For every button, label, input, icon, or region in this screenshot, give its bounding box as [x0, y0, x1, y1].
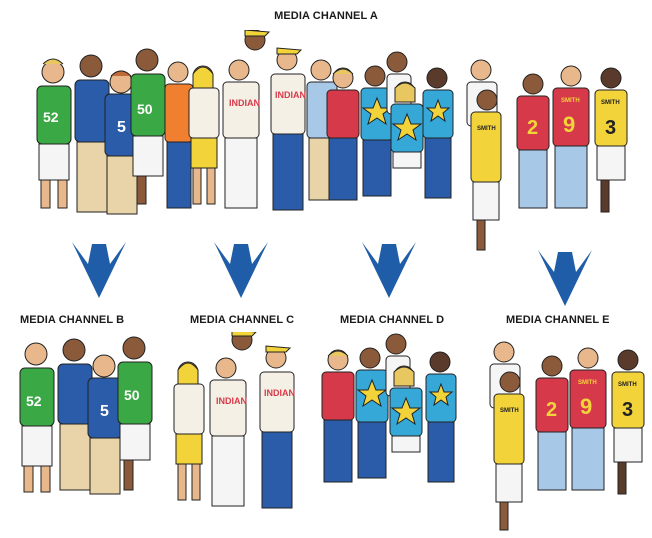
jersey-text: INDIAN — [229, 98, 260, 108]
crowd-segment-e: SMITH 2 SMITH 9 SMITH 3 — [484, 336, 649, 536]
channel-e-label: MEDIA CHANNEL E — [506, 314, 610, 326]
crowd-all-audiences: 52 5 50 INDIAN — [25, 30, 645, 260]
jersey-number: 2 — [527, 117, 538, 139]
arrow-down-icon-b — [66, 236, 132, 302]
jersey-number: 5 — [100, 403, 109, 420]
jersey-number: 52 — [26, 393, 42, 409]
jersey-number: 9 — [563, 112, 575, 137]
cyan-team-group — [327, 52, 453, 200]
green-team-group: 52 5 50 — [37, 49, 165, 214]
jersey-number: 50 — [137, 101, 153, 117]
jersey-number: 2 — [546, 399, 557, 421]
crowd-segment-b: 52 5 50 — [10, 336, 160, 506]
jersey-number: 9 — [580, 394, 592, 419]
channel-c-label: MEDIA CHANNEL C — [190, 314, 294, 326]
jersey-text: SMITH — [578, 380, 597, 386]
arrow-down-icon-d — [356, 236, 422, 302]
channel-d-label: MEDIA CHANNEL D — [340, 314, 444, 326]
crowd-segment-c: INDIAN INDIAN — [168, 332, 308, 517]
jersey-text: SMITH — [618, 382, 637, 388]
white-team-group: INDIAN INDIAN — [165, 30, 337, 210]
jersey-number: 3 — [622, 399, 633, 421]
jersey-text: INDIAN — [264, 388, 295, 398]
red-team-group: SMITH 2 SMITH 9 SMITH 3 — [467, 60, 627, 250]
jersey-number: 50 — [124, 387, 140, 403]
channel-a-label: MEDIA CHANNEL A — [0, 10, 652, 22]
jersey-text: SMITH — [601, 100, 620, 106]
channel-b-label: MEDIA CHANNEL B — [20, 314, 124, 326]
jersey-number: 5 — [117, 119, 126, 136]
arrow-down-icon-e — [532, 244, 598, 310]
jersey-text: SMITH — [500, 408, 519, 414]
jersey-text: SMITH — [561, 98, 580, 104]
jersey-text: SMITH — [477, 126, 496, 132]
jersey-text: INDIAN — [275, 90, 306, 100]
crowd-segment-d — [318, 332, 468, 502]
arrow-down-icon-c — [208, 236, 274, 302]
jersey-number: 3 — [605, 117, 616, 139]
jersey-number: 52 — [43, 109, 59, 125]
jersey-text: INDIAN — [216, 396, 247, 406]
